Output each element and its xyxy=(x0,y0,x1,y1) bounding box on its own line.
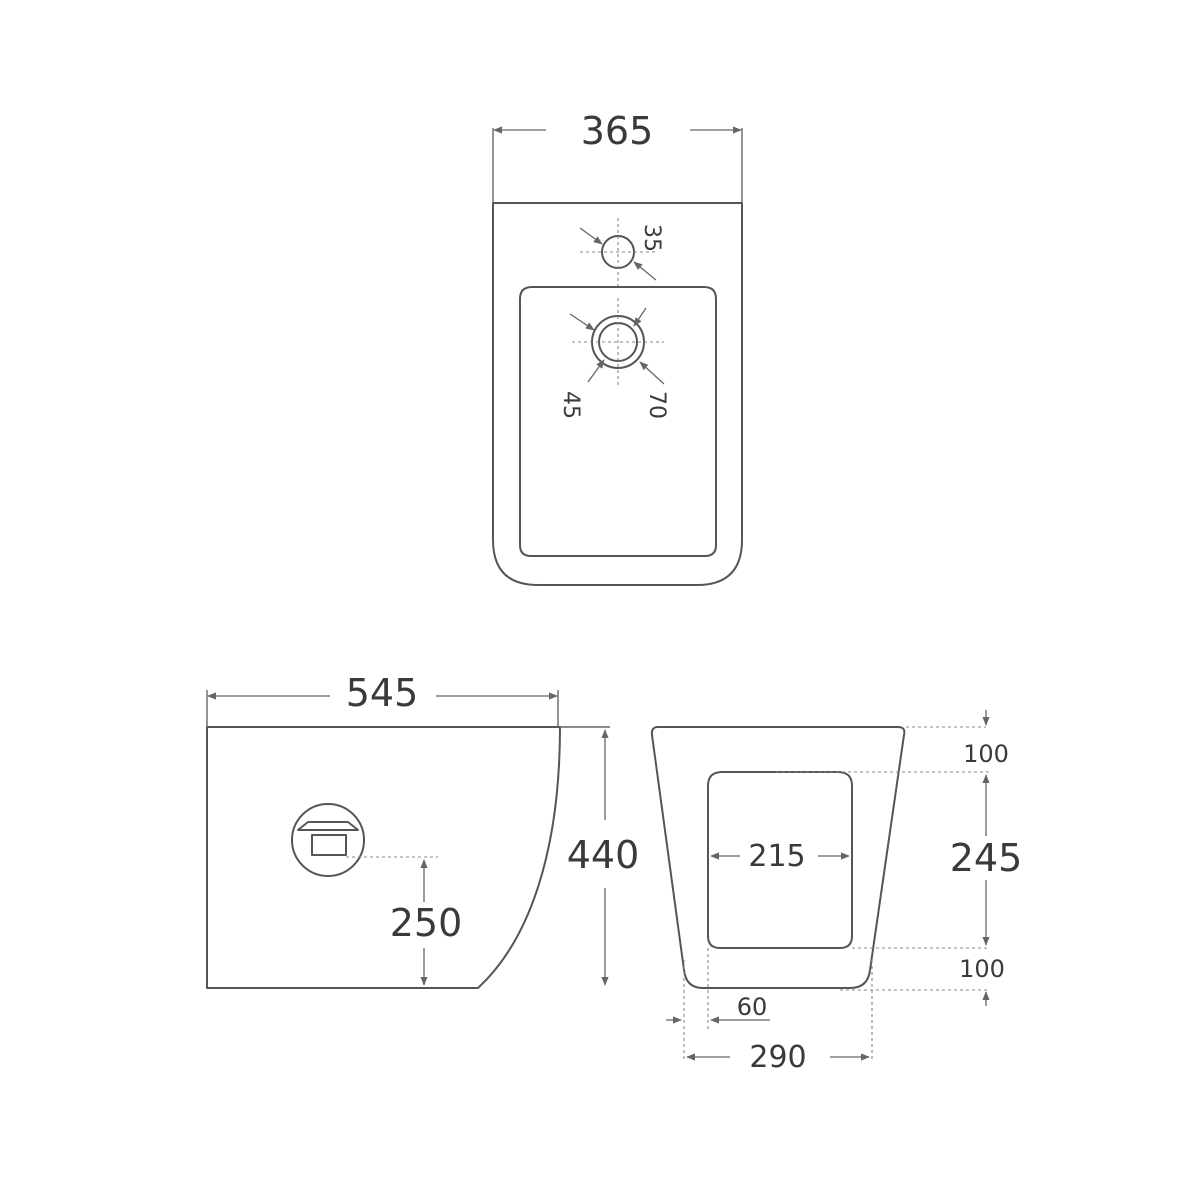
waste-outer-arrow-in xyxy=(633,307,647,327)
inlet-bracket xyxy=(297,821,359,831)
top-view-bowl xyxy=(519,286,717,557)
back-view-outline xyxy=(650,726,906,989)
top-view: 365 35 70 45 xyxy=(492,109,743,586)
inlet-height-label: 250 xyxy=(390,901,463,945)
side-height-label: 440 xyxy=(567,833,640,877)
waste-outer-arrow-out xyxy=(639,361,665,385)
inlet-circle xyxy=(291,803,365,877)
base-width-label: 290 xyxy=(749,1040,806,1075)
tap-hole-arrow-out xyxy=(633,261,657,281)
waste-inner-arrow-in xyxy=(569,313,595,331)
side-view-outline xyxy=(206,726,561,989)
top-view-outline xyxy=(492,202,743,586)
bracket-width-label: 215 xyxy=(748,839,805,874)
side-view: 545 440 250 xyxy=(206,671,640,989)
side-length-label: 545 xyxy=(346,671,419,715)
back-view: 100 245 100 215 60 290 xyxy=(650,710,1023,1075)
tap-hole-arrow-in xyxy=(579,227,603,245)
top-width-label: 365 xyxy=(581,109,654,153)
waste-inner-arrow-out xyxy=(587,359,605,383)
waste-outer-label: 70 xyxy=(644,391,669,419)
side-offset-label: 60 xyxy=(737,993,768,1021)
top-offset-label: 100 xyxy=(963,740,1009,768)
bracket-height-label: 245 xyxy=(950,836,1023,880)
inlet-opening xyxy=(311,834,347,856)
waste-inner-label: 45 xyxy=(558,391,583,419)
bottom-offset-label: 100 xyxy=(959,955,1005,983)
tap-hole-label: 35 xyxy=(639,224,664,252)
mounting-bracket xyxy=(707,771,853,949)
